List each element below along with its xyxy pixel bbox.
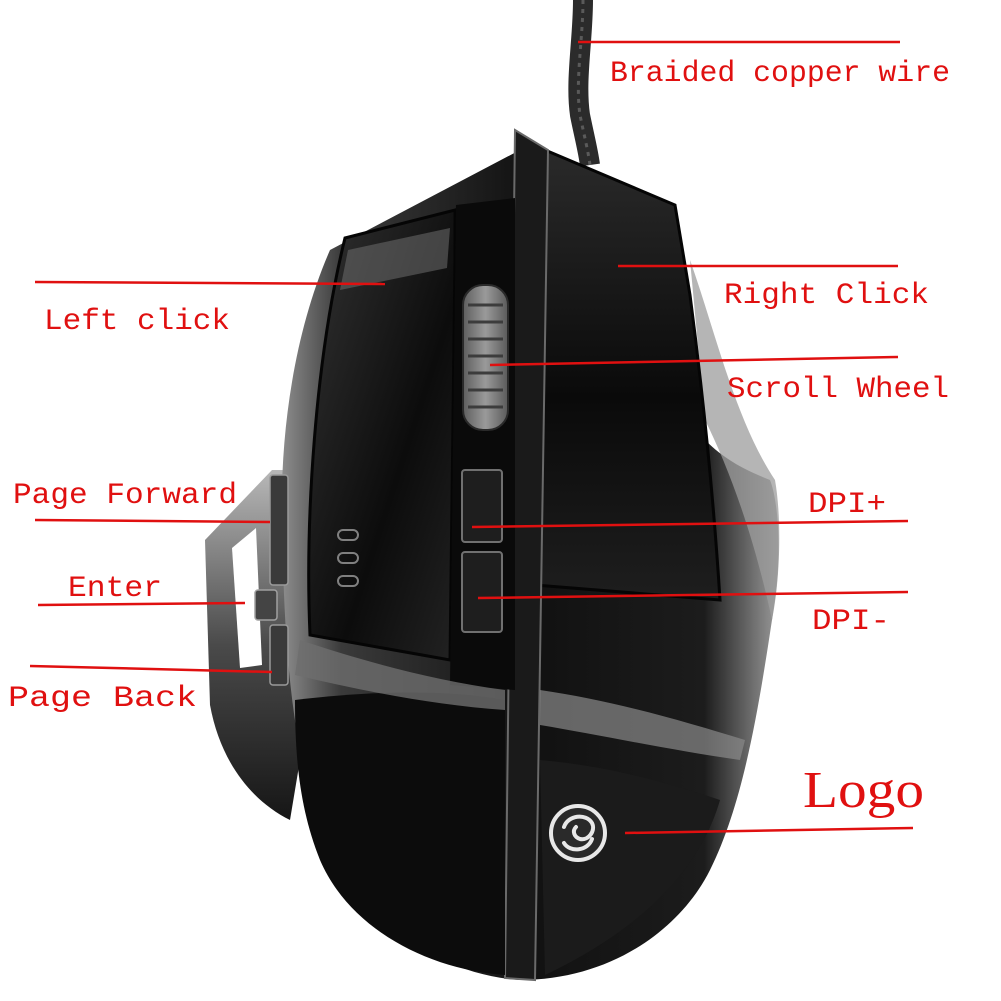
label-page-back: Page Back bbox=[8, 682, 197, 716]
label-braided-copper-wire: Braided copper wire bbox=[610, 57, 950, 91]
leader-line-dpi-minus bbox=[477, 590, 909, 600]
label-dpi-minus: DPI- bbox=[812, 605, 890, 639]
leader-line-scroll-wheel bbox=[489, 355, 899, 367]
label-scroll-wheel: Scroll Wheel bbox=[727, 373, 949, 407]
leader-line-page-forward bbox=[34, 518, 271, 524]
leader-line-left-click bbox=[34, 280, 386, 286]
leader-line-dpi-plus bbox=[471, 519, 909, 529]
leader-line-enter bbox=[37, 601, 246, 607]
leader-line-logo bbox=[624, 826, 914, 835]
label-enter: Enter bbox=[68, 572, 162, 606]
leader-lines bbox=[29, 40, 914, 835]
braided-cable bbox=[568, 0, 600, 167]
label-left-click: Left click bbox=[44, 305, 230, 339]
swirl-logo-icon bbox=[549, 804, 607, 862]
mouse-body bbox=[205, 128, 780, 982]
leader-line-page-back bbox=[29, 664, 273, 674]
label-right-click: Right Click bbox=[724, 279, 929, 313]
label-dpi-plus: DPI+ bbox=[808, 488, 886, 522]
label-page-forward: Page Forward bbox=[13, 479, 237, 513]
dpi-indicator-leds bbox=[337, 529, 359, 587]
label-logo: Logo bbox=[803, 762, 924, 819]
